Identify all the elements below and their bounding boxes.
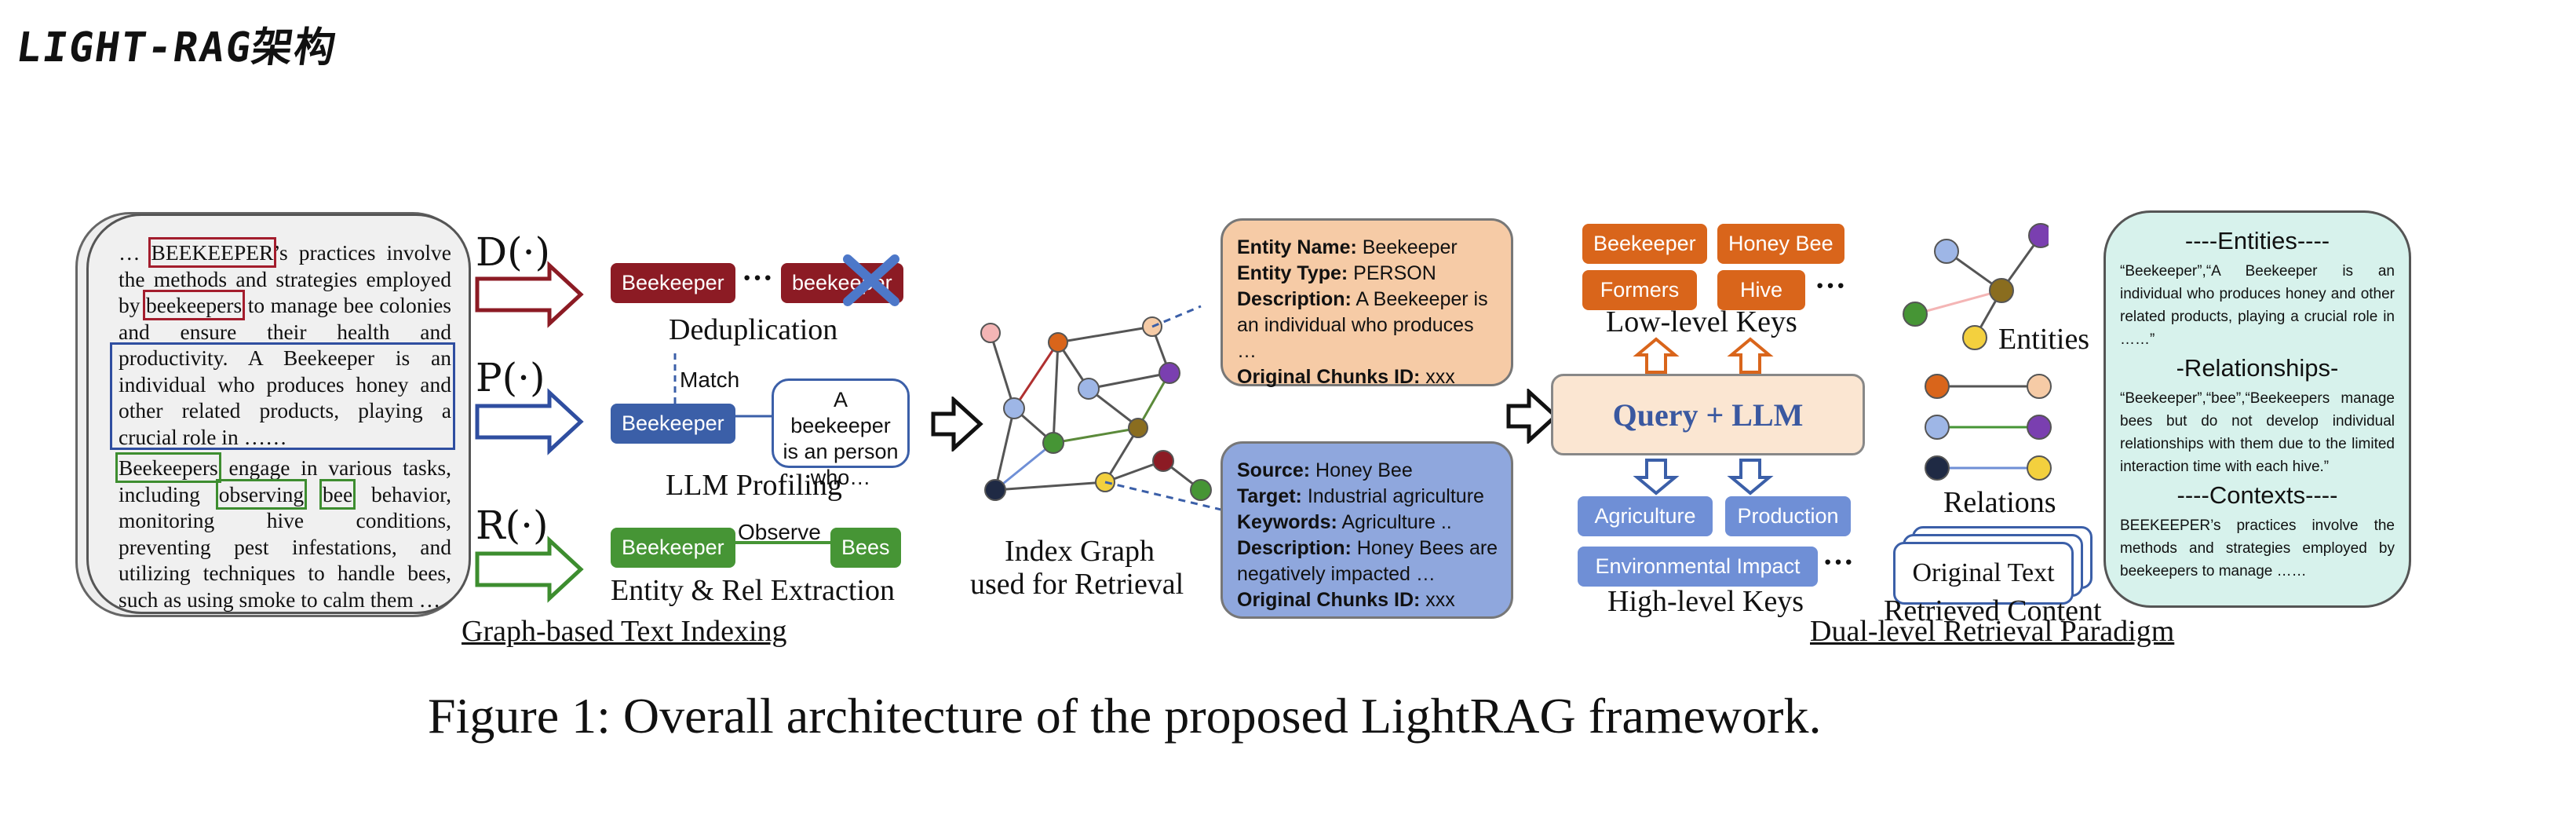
- high-key-production: Production: [1725, 496, 1851, 536]
- extract-target-pill: Bees: [830, 528, 901, 568]
- retrieved-content-label: Retrieved Content: [1884, 594, 2102, 627]
- profile-highlight-box: [110, 342, 455, 450]
- source-document: … BEEKEEPER’s practices involve the meth…: [86, 214, 471, 614]
- figure-caption: Figure 1: Overall architecture of the pr…: [428, 688, 1822, 744]
- down-arrow-left-icon: [1633, 459, 1680, 495]
- extract-relation-line: [734, 541, 833, 544]
- profile-bubble: A beekeeper is an person who…: [772, 378, 910, 489]
- profile-pill: Beekeeper: [611, 404, 735, 444]
- entities-heading: ----Entities----: [2184, 227, 2330, 254]
- match-connector: [673, 353, 677, 407]
- match-label: Match: [680, 367, 740, 392]
- dedup-pill-a: Beekeeper: [611, 263, 735, 303]
- entity-card: Entity Name: Beekeeper Entity Type: PERS…: [1220, 218, 1513, 388]
- highlight-observing: observing: [215, 478, 308, 510]
- extract-source-pill: Beekeeper: [611, 528, 735, 568]
- highlight-beekeepers-2: Beekeepers: [115, 452, 221, 483]
- retrieved-entities-label: Entities: [1998, 323, 2090, 356]
- contexts-panel: ----Entities---- “Beekeeper”,“A Beekeepe…: [2103, 210, 2411, 608]
- index-graph: [980, 305, 1225, 512]
- to-graph-arrow-icon: [931, 397, 983, 452]
- page-title: LIGHT-RAG架构: [13, 24, 341, 71]
- high-key-agriculture: Agriculture: [1578, 496, 1713, 536]
- right-section-caption: Dual-level Retrieval Paradigm: [1810, 615, 2175, 648]
- dedup-dots: ···: [742, 260, 774, 295]
- low-key-beekeeper: Beekeeper: [1582, 224, 1707, 264]
- retrieved-relations-label: Relations: [1943, 486, 2056, 519]
- retrieved-relations-graph: [1925, 374, 2052, 481]
- query-llm-box: Query + LLM: [1551, 374, 1865, 455]
- extract-label: Entity & Rel Extraction: [611, 574, 895, 607]
- index-graph-label-2: used for Retrieval: [970, 568, 1184, 601]
- relationships-text: “Beekeeper”,“bee”,“Beekeepers manage bee…: [2120, 390, 2395, 475]
- dedup-label: Deduplication: [669, 313, 838, 346]
- low-keys-more: ···: [1815, 268, 1847, 303]
- low-key-hive: Hive: [1717, 270, 1805, 310]
- high-keys-label: High-level Keys: [1607, 585, 1804, 618]
- extract-arrow-icon: [475, 536, 584, 603]
- document-paragraph-2: Beekeepers engage in various tasks, incl…: [115, 452, 451, 612]
- index-graph-label-1: Index Graph: [1005, 535, 1155, 568]
- extract-operator: R(·): [476, 503, 549, 548]
- low-keys-label: Low-level Keys: [1606, 305, 1797, 338]
- low-key-honey-bee: Honey Bee: [1717, 224, 1844, 264]
- high-key-environmental-impact: Environmental Impact: [1578, 547, 1818, 587]
- relation-card: Source: Honey Bee Target: Industrial agr…: [1220, 441, 1513, 619]
- up-arrow-right-icon: [1727, 337, 1774, 374]
- document-paragraph-1: … BEEKEEPER’s practices involve the meth…: [119, 237, 452, 449]
- profile-connector: [734, 415, 773, 418]
- profile-label: LLM Profiling: [666, 469, 842, 502]
- low-key-formers: Formers: [1582, 270, 1697, 310]
- retrieved-entities-graph: [1903, 223, 2049, 350]
- to-query-arrow-icon: [1506, 389, 1559, 444]
- high-keys-more: ···: [1823, 544, 1855, 580]
- highlight-beekeepers: beekeepers: [143, 290, 246, 320]
- highlight-bee: bee: [319, 478, 356, 510]
- contexts-text: BEEKEEPER’s practices involve the method…: [2120, 517, 2395, 580]
- relationships-heading: -Relationships-: [2176, 354, 2339, 382]
- left-section-caption: Graph-based Text Indexing: [462, 615, 787, 648]
- up-arrow-left-icon: [1633, 337, 1680, 374]
- extract-relation-label: Observe: [738, 520, 821, 544]
- profile-operator: P(·): [476, 355, 545, 400]
- dedup-operator: D(·): [476, 229, 550, 275]
- profile-arrow-icon: [475, 388, 584, 455]
- down-arrow-right-icon: [1727, 459, 1774, 495]
- original-text-box: Original Text: [1893, 542, 2074, 605]
- dedup-arrow-icon: [475, 261, 584, 328]
- cross-mark-icon: [843, 254, 899, 306]
- highlight-beekeeper-upper: BEEKEEPER: [148, 237, 277, 268]
- contexts-heading: ----Contexts----: [2176, 481, 2338, 509]
- entities-text: “Beekeeper”,“A Beekeeper is an individua…: [2120, 263, 2395, 348]
